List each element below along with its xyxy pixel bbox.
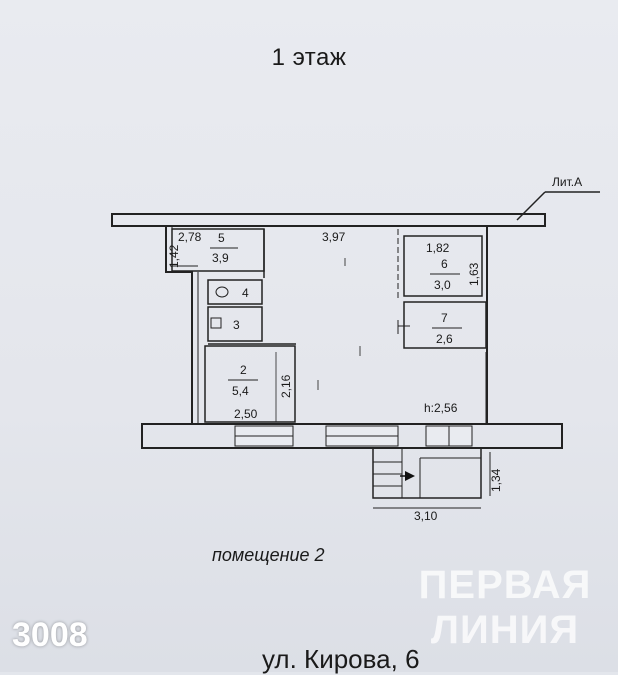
room-5-number: 5 [218,231,225,245]
room-2-area: 5,4 [232,384,249,398]
floor-title: 1 этаж [271,44,347,71]
top-wall [111,213,546,227]
room-6 [403,235,483,297]
premises-label: помещение 2 [212,545,325,565]
dim-3-10: 3,10 [414,509,438,523]
bottom-wall [141,423,563,449]
room-2-number: 2 [240,363,247,377]
lit-leader-line [516,191,546,221]
room-4-number: 4 [242,286,249,300]
room-7-number: 7 [441,311,448,325]
room-4 [207,279,263,305]
room-7 [403,301,487,349]
room-3 [207,306,263,342]
toilet-icon [215,286,229,298]
entrance-arrow-icon [405,471,415,481]
sink-icon [210,317,222,329]
dim-2-50: 2,50 [234,407,258,421]
left-wall [165,226,193,424]
ceiling-height: h:2,56 [424,401,458,415]
room-5-area: 3,9 [212,251,229,265]
listing-id: 3008 [12,616,88,654]
room-2 [204,345,296,423]
street-address: ул. Кирова, 6 [262,644,420,674]
dim-3-97: 3,97 [322,230,346,244]
room-3-number: 3 [233,318,240,332]
dim-1-42: 1,42 [167,244,181,268]
dim-1-82: 1,82 [426,241,450,255]
dim-2-16: 2,16 [279,374,293,398]
lit-label: Лит.А [552,175,582,189]
dim-1-34: 1,34 [489,468,503,492]
dim-1-63: 1,63 [467,262,481,286]
room-7-area: 2,6 [436,332,453,346]
room-6-area: 3,0 [434,278,451,292]
entrance-stairs [372,447,482,499]
watermark-line-2: ЛИНИЯ [430,608,580,652]
dim-2-78: 2,78 [178,230,202,244]
watermark-line-1: ПЕРВАЯ [418,563,592,607]
room-6-number: 6 [441,257,448,271]
